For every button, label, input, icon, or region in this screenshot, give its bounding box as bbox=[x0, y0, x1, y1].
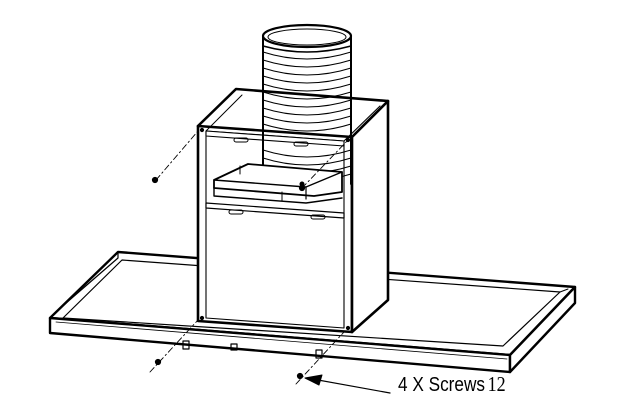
front-tab bbox=[315, 349, 323, 359]
front-tab bbox=[230, 343, 238, 351]
part-number: 12 bbox=[487, 372, 506, 396]
screw-upper-left bbox=[151, 130, 199, 184]
front-bracket bbox=[205, 202, 345, 219]
duct-collar bbox=[261, 23, 353, 49]
bracket-slot bbox=[228, 209, 244, 215]
leader-arrowhead bbox=[304, 374, 323, 386]
bracket-slot bbox=[233, 137, 249, 143]
screw-lower-right bbox=[295, 331, 345, 385]
chimney-front-face bbox=[196, 124, 354, 334]
screw-upper-right bbox=[298, 139, 349, 192]
front-tab bbox=[182, 340, 190, 350]
motor-housing bbox=[213, 163, 343, 204]
canopy-right-face bbox=[508, 285, 577, 374]
chimney-cover bbox=[196, 87, 390, 334]
screw-lower-left bbox=[149, 319, 199, 373]
bracket-slot bbox=[310, 214, 326, 220]
callout-leader bbox=[304, 374, 391, 394]
bracket-slot bbox=[293, 141, 309, 147]
screws-callout-text: 4 X Screws bbox=[398, 374, 485, 396]
canopy-inner-rim bbox=[62, 259, 561, 347]
flexible-duct bbox=[261, 23, 353, 185]
chimney-right-face bbox=[350, 99, 390, 334]
